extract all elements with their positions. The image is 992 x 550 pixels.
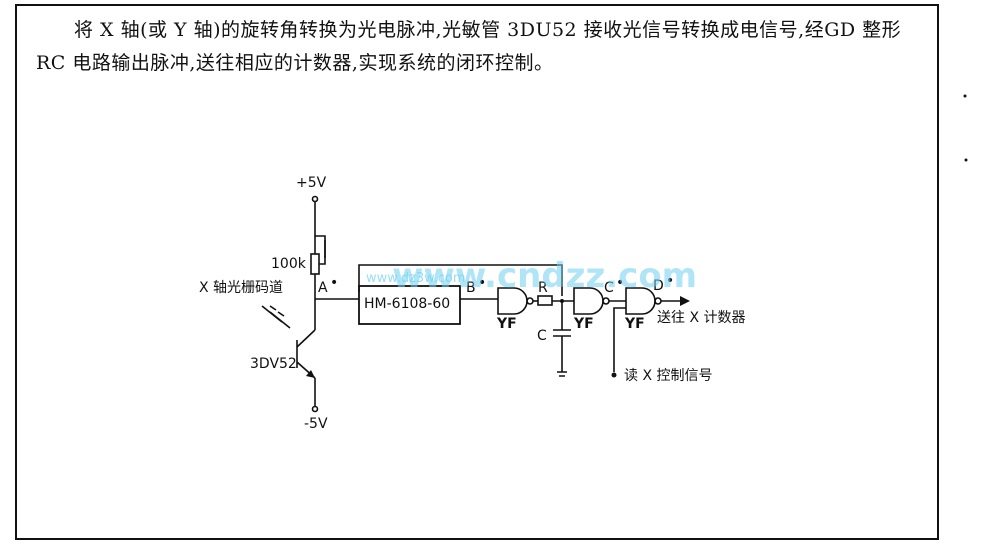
gate1-label: YF: [496, 316, 517, 332]
gate2-bubble: [602, 297, 610, 305]
gate2-label: YF: [573, 316, 594, 332]
light-arrow-2: [269, 311, 291, 329]
gate3-bubble: [654, 297, 662, 305]
svg-text:•: •: [478, 275, 486, 291]
description-text: 将 X 轴(或 Y 轴)的旋转角转换为光电脉冲,光敏管 3DU52 接收光信号转…: [36, 19, 902, 74]
ic-label: HM-6108-60: [364, 296, 450, 312]
supply-wire: [314, 201, 326, 258]
vcc-label: +5V: [296, 175, 327, 191]
pot-wiper: [319, 240, 326, 265]
ic-hm6108: [358, 285, 461, 325]
node-d-label: D: [653, 278, 664, 294]
transistor-label: 3DV52: [250, 356, 297, 372]
watermark-main: www.cndzz.com: [392, 256, 697, 296]
control-label: 读 X 控制信号: [624, 367, 713, 384]
pot-label: 100k: [271, 256, 307, 272]
svg-text:•: •: [616, 275, 624, 291]
capacitor-c: [553, 329, 571, 337]
svg-text:•: •: [666, 273, 674, 289]
node-c-label: C: [604, 280, 614, 296]
vee-label: -5V: [304, 416, 328, 432]
margin-speck: [963, 94, 967, 98]
resistor-r: [537, 295, 553, 306]
figure-frame: [15, 4, 939, 540]
watermark-small: www.dz3w.com: [366, 271, 466, 286]
transistor-collector: [296, 329, 316, 348]
svg-text:•: •: [330, 275, 338, 291]
output-arrow: [680, 296, 690, 306]
pot-100k: [310, 253, 320, 275]
node-a-label: A: [318, 280, 328, 296]
vee-terminal: [311, 405, 319, 413]
emitter-arrow: [306, 370, 315, 378]
gate3-label: YF: [624, 316, 645, 332]
control-wire: [613, 307, 626, 372]
margin-speck: [964, 158, 968, 162]
ground-symbol: [557, 371, 567, 377]
node-b-label: B: [466, 280, 476, 296]
feedback-wire: [358, 264, 563, 296]
sensor-label: X 轴光栅码道: [199, 280, 283, 296]
capacitor-label: C: [537, 328, 547, 344]
resistor-r-label: R: [538, 280, 548, 296]
output-label: 送往 X 计数器: [657, 310, 746, 326]
vcc-terminal: [311, 195, 319, 203]
gate1-bubble: [526, 297, 534, 305]
